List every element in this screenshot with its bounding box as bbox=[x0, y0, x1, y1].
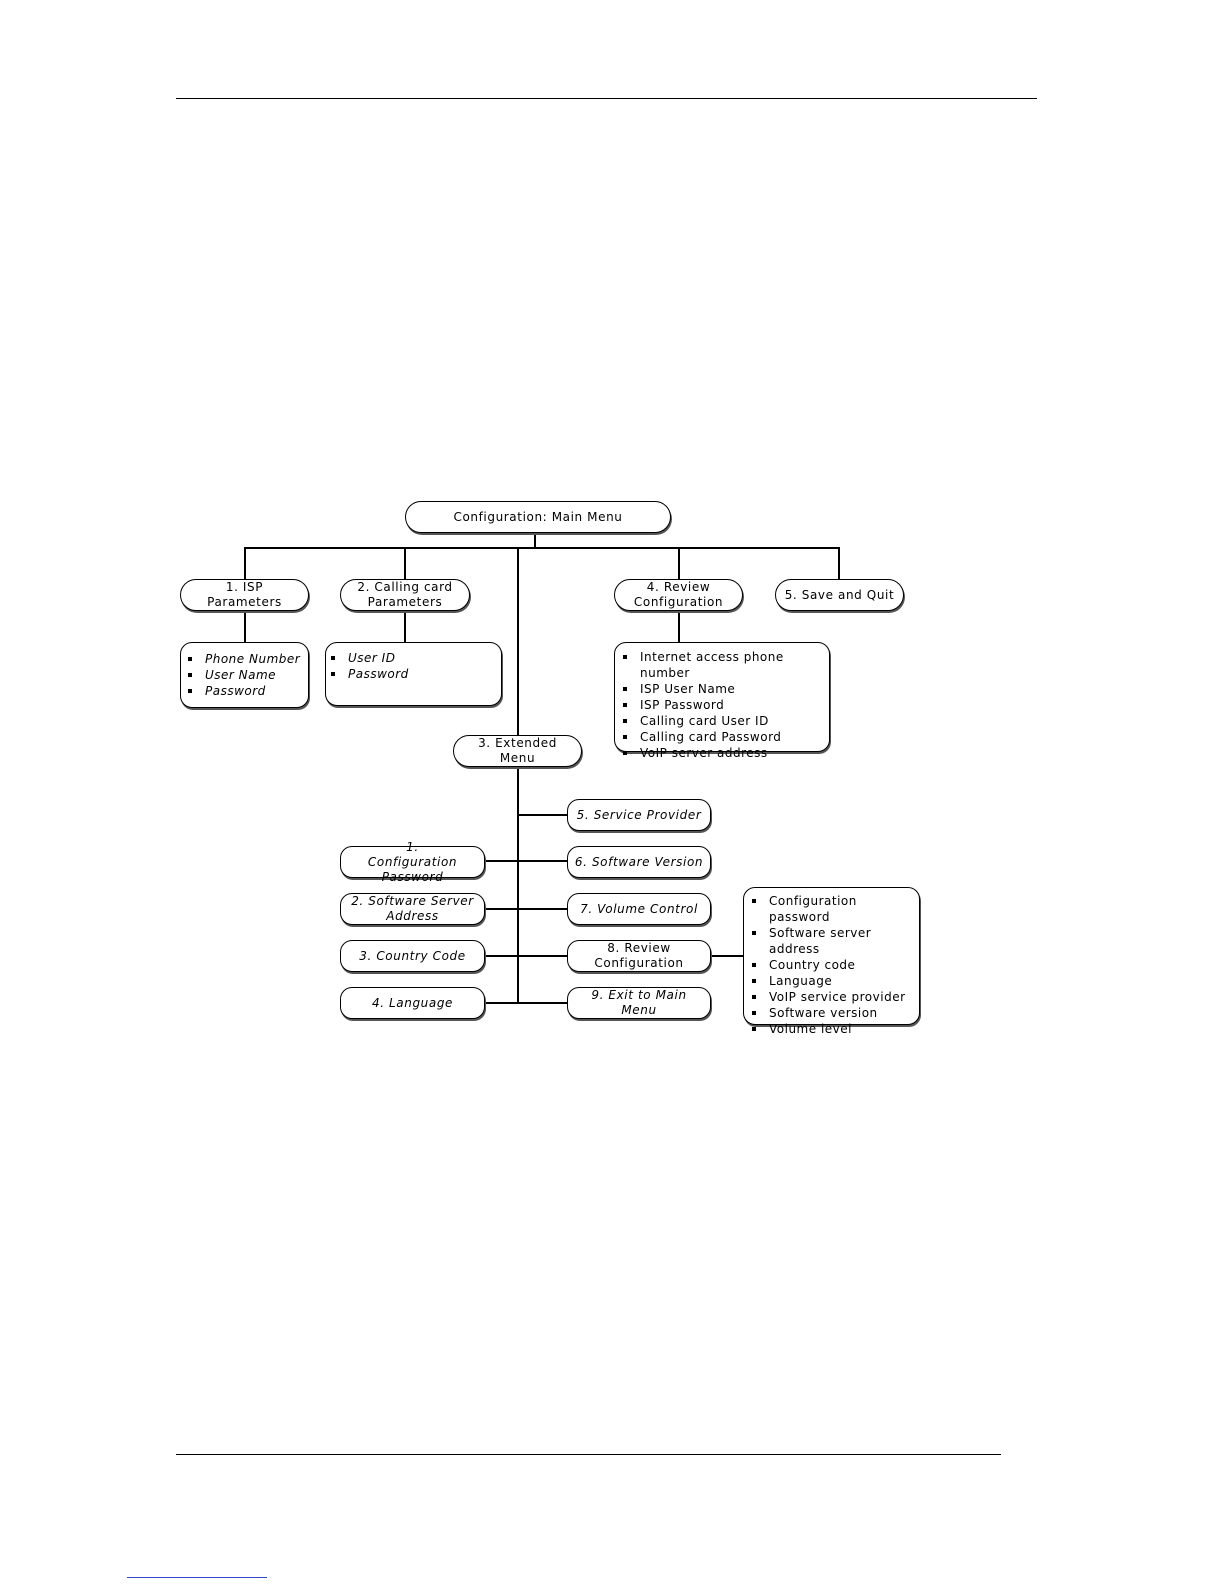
connector bbox=[534, 532, 536, 548]
calling-card-fields-list: User ID Password bbox=[325, 642, 502, 706]
connector bbox=[678, 610, 680, 643]
extended-review-fields-list: Configuration password Software server a… bbox=[743, 887, 920, 1036]
connector bbox=[517, 547, 519, 737]
list-item: Calling card Password bbox=[623, 729, 829, 745]
list-item: VoIP service provider bbox=[752, 989, 919, 1005]
software-version-node[interactable]: 6. Software Version bbox=[567, 846, 711, 878]
connector bbox=[678, 547, 680, 579]
software-server-address-node[interactable]: 2. Software Server Address bbox=[340, 893, 485, 925]
list-item: ISP User Name bbox=[623, 681, 829, 697]
review-configuration-node[interactable]: 4. Review Configuration bbox=[614, 579, 743, 611]
isp-fields-list: Phone Number User Name Password bbox=[180, 642, 309, 708]
save-and-quit-node[interactable]: 5. Save and Quit bbox=[775, 579, 904, 611]
connector bbox=[404, 610, 406, 643]
connector bbox=[244, 547, 840, 549]
list-item: Calling card User ID bbox=[623, 713, 829, 729]
list-item: Configuration password bbox=[752, 893, 919, 925]
connector bbox=[710, 955, 744, 957]
main-menu-node[interactable]: Configuration: Main Menu bbox=[405, 501, 671, 533]
connector bbox=[484, 1002, 568, 1004]
list-item: Phone Number bbox=[188, 651, 308, 667]
list-item: Internet access phone number bbox=[623, 649, 829, 681]
calling-card-parameters-node[interactable]: 2. Calling card Parameters bbox=[340, 579, 470, 611]
country-code-node[interactable]: 3. Country Code bbox=[340, 940, 485, 972]
connector bbox=[404, 547, 406, 579]
isp-parameters-node[interactable]: 1. ISP Parameters bbox=[180, 579, 309, 611]
list-item: Password bbox=[188, 683, 308, 699]
list-item: User ID bbox=[331, 650, 501, 666]
list-item: Password bbox=[331, 666, 501, 682]
list-item: Software version bbox=[752, 1005, 919, 1021]
footer-link[interactable] bbox=[127, 1577, 267, 1578]
connector bbox=[484, 955, 568, 957]
connector bbox=[244, 547, 246, 579]
header-rule bbox=[176, 98, 1037, 99]
list-item: Country code bbox=[752, 957, 919, 973]
exit-to-main-menu-node[interactable]: 9. Exit to Main Menu bbox=[567, 987, 711, 1019]
connector bbox=[517, 814, 567, 816]
list-item: Language bbox=[752, 973, 919, 989]
service-provider-node[interactable]: 5. Service Provider bbox=[567, 799, 711, 831]
list-item: Volume level bbox=[752, 1021, 919, 1037]
connector bbox=[244, 610, 246, 643]
connector bbox=[484, 860, 568, 862]
review-fields-list: Internet access phone number ISP User Na… bbox=[614, 642, 830, 760]
language-node[interactable]: 4. Language bbox=[340, 987, 485, 1019]
connector bbox=[484, 908, 568, 910]
extended-menu-node[interactable]: 3. Extended Menu bbox=[453, 735, 582, 767]
configuration-password-node[interactable]: 1. Configuration Password bbox=[340, 840, 485, 884]
extended-review-configuration-node[interactable]: 8. Review Configuration bbox=[567, 940, 711, 972]
connector bbox=[838, 547, 840, 579]
list-item: ISP Password bbox=[623, 697, 829, 713]
footer-rule bbox=[176, 1454, 1001, 1455]
volume-control-node[interactable]: 7. Volume Control bbox=[567, 893, 711, 925]
list-item: User Name bbox=[188, 667, 308, 683]
connector bbox=[517, 767, 519, 1002]
list-item: Software server address bbox=[752, 925, 919, 957]
list-item: VoIP server address bbox=[623, 745, 829, 761]
